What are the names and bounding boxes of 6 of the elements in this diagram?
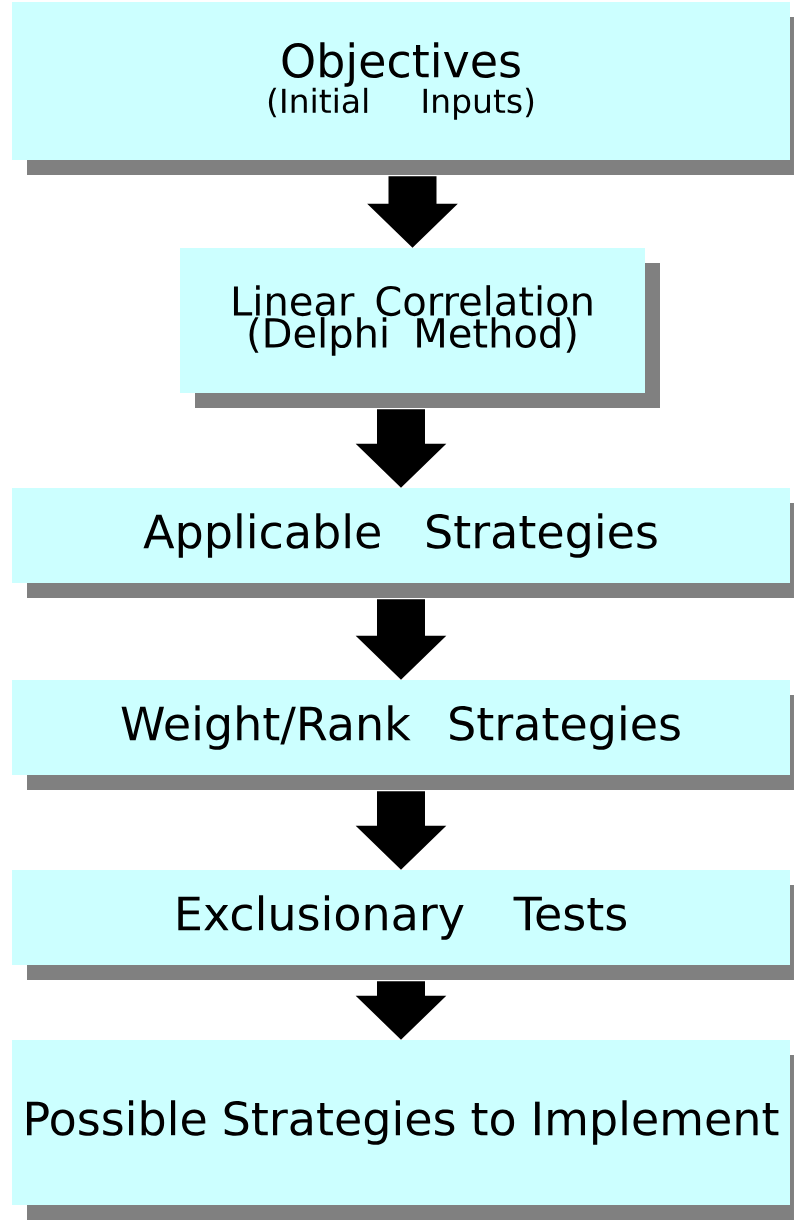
process-box: Possible Strategies to Implement [12,1040,794,1220]
process-box: Objectives (Initial Inputs) [12,2,794,175]
process-box: Weight/Rank Strategies [12,680,794,790]
process-box: Exclusionary Tests [12,870,794,980]
process-box: Linear Correlation (Delphi Method) [180,248,660,408]
process-box: Applicable Strategies [12,488,794,598]
